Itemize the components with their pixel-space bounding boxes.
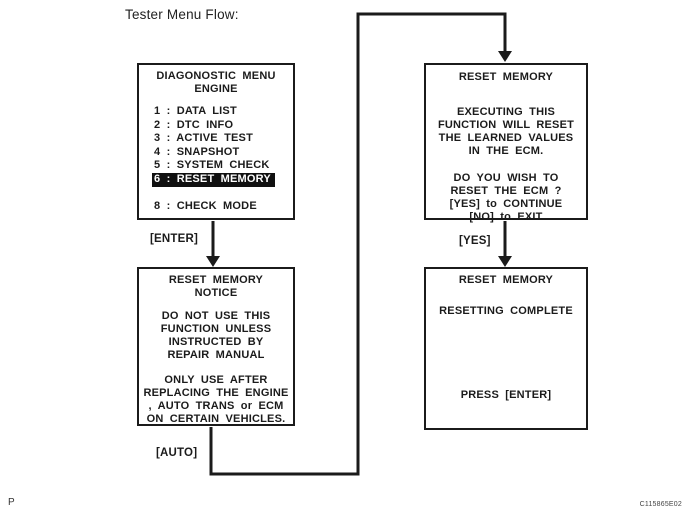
notice-line: REPLACING THE ENGINE bbox=[143, 387, 289, 399]
reset-notice-box: RESET MEMORY NOTICE DO NOT USE THIS FUNC… bbox=[137, 267, 295, 426]
menu-item-active-test: 3 : ACTIVE TEST bbox=[154, 132, 253, 144]
confirm-line: FUNCTION WILL RESET bbox=[437, 119, 575, 131]
menu-item-system-check: 5 : SYSTEM CHECK bbox=[154, 159, 270, 171]
reset-confirm-box: RESET MEMORY EXECUTING THIS FUNCTION WIL… bbox=[424, 63, 588, 223]
confirm-line: THE LEARNED VALUES bbox=[438, 132, 574, 144]
menu-title-line1: DIAGONOSTIC MENU bbox=[156, 70, 276, 82]
menu-title-line2: ENGINE bbox=[194, 83, 238, 95]
notice-title-line1: RESET MEMORY bbox=[168, 274, 264, 286]
diagnostic-menu-box: DIAGONOSTIC MENU ENGINE 1 : DATA LIST 2 … bbox=[137, 63, 295, 220]
notice-line: ONLY USE AFTER bbox=[164, 374, 268, 386]
confirm-line: EXECUTING THIS bbox=[456, 106, 556, 118]
page-letter: P bbox=[8, 497, 15, 508]
notice-line: INSTRUCTED BY bbox=[168, 336, 264, 348]
confirm-title: RESET MEMORY bbox=[458, 71, 554, 83]
menu-item-data-list: 1 : DATA LIST bbox=[154, 105, 237, 117]
menu-item-check-mode: 8 : CHECK MODE bbox=[154, 200, 257, 212]
confirm-line: [YES] to CONTINUE bbox=[449, 198, 563, 210]
confirm-line: IN THE ECM. bbox=[468, 145, 544, 157]
figure-code: C115865E02 bbox=[639, 501, 682, 508]
menu-item-dtc-info: 2 : DTC INFO bbox=[154, 118, 234, 131]
yes-key-label: [YES] bbox=[459, 235, 491, 247]
selected-item-highlight: 6 : RESET MEMORY bbox=[152, 172, 275, 187]
connector-arrow-enter bbox=[206, 221, 220, 267]
connector-route-auto bbox=[209, 12, 512, 476]
connector-arrow-yes bbox=[498, 221, 512, 267]
auto-key-label: [AUTO] bbox=[156, 447, 198, 459]
menu-item-snapshot: 4 : SNAPSHOT bbox=[154, 145, 240, 158]
notice-line: REPAIR MANUAL bbox=[167, 349, 265, 361]
confirm-line: DO YOU WISH TO bbox=[453, 172, 559, 184]
confirm-line: [NO] to EXIT bbox=[469, 211, 543, 223]
notice-title-line2: NOTICE bbox=[194, 287, 238, 299]
reset-complete-box: RESET MEMORY RESETTING COMPLETE PRESS [E… bbox=[424, 267, 588, 430]
notice-line: , AUTO TRANS or ECM bbox=[148, 400, 284, 412]
menu-item-reset-memory-selected: 6 : RESET MEMORY bbox=[152, 172, 293, 187]
complete-status: RESETTING COMPLETE bbox=[439, 305, 573, 317]
page-title: Tester Menu Flow: bbox=[125, 7, 239, 22]
enter-key-label: [ENTER] bbox=[150, 233, 199, 245]
notice-line: FUNCTION UNLESS bbox=[160, 323, 272, 335]
notice-line: DO NOT USE THIS bbox=[161, 310, 271, 322]
confirm-line: RESET THE ECM ? bbox=[450, 185, 562, 197]
notice-line: ON CERTAIN VEHICLES. bbox=[146, 413, 286, 425]
complete-title: RESET MEMORY bbox=[458, 274, 554, 286]
complete-footer: PRESS [ENTER] bbox=[460, 389, 552, 401]
